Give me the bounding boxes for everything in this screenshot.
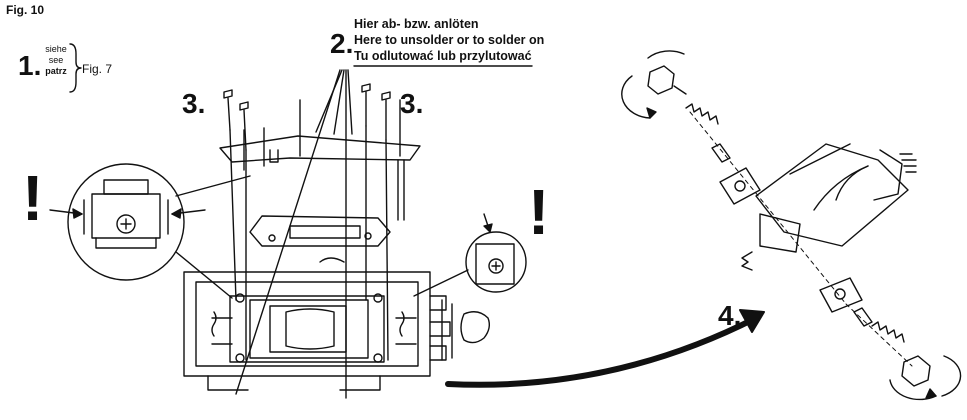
- step-2-line-en: Here to unsolder or to solder on: [354, 33, 545, 47]
- figure-label: Fig. 10: [6, 3, 45, 17]
- middle-plate: [249, 215, 391, 247]
- solder-arrows: [235, 69, 353, 399]
- right-detail-circle: [465, 231, 527, 293]
- warning-exclamation-left: !: [22, 162, 44, 234]
- screws-right: [361, 83, 391, 361]
- step-1-see-words: siehe see patrz: [44, 44, 68, 77]
- step1-brace: [69, 43, 82, 93]
- motor-assembly: [183, 257, 491, 391]
- step-2-line-de: Hier ab- bzw. anlöten: [354, 17, 479, 31]
- step-1-word-de: siehe: [45, 44, 67, 54]
- step-1-figure-ref: Fig. 7: [82, 62, 113, 76]
- warning-exclamation-right: !: [528, 176, 550, 248]
- step-1-word-pl: patrz: [45, 66, 67, 76]
- upper-bracket: [219, 99, 421, 221]
- step-2-line-pl: Tu odlutować lub przylutować: [354, 49, 532, 63]
- left-circle-arrows: [49, 208, 206, 219]
- screws-left: [223, 89, 249, 361]
- move-arrow: [445, 315, 759, 388]
- step-4-number: 4.: [718, 300, 742, 331]
- step-2-number: 2.: [330, 28, 354, 59]
- step-2-instructions: Hier ab- bzw. anlöten Here to unsolder o…: [354, 16, 544, 64]
- step-3-number-right: 3.: [400, 88, 424, 119]
- step-1-word-en: see: [48, 55, 64, 65]
- step-1-number: 1.: [18, 50, 42, 81]
- step-3-number-left: 3.: [182, 88, 206, 119]
- exploded-motor: [621, 50, 962, 401]
- left-detail-circle: [67, 163, 185, 281]
